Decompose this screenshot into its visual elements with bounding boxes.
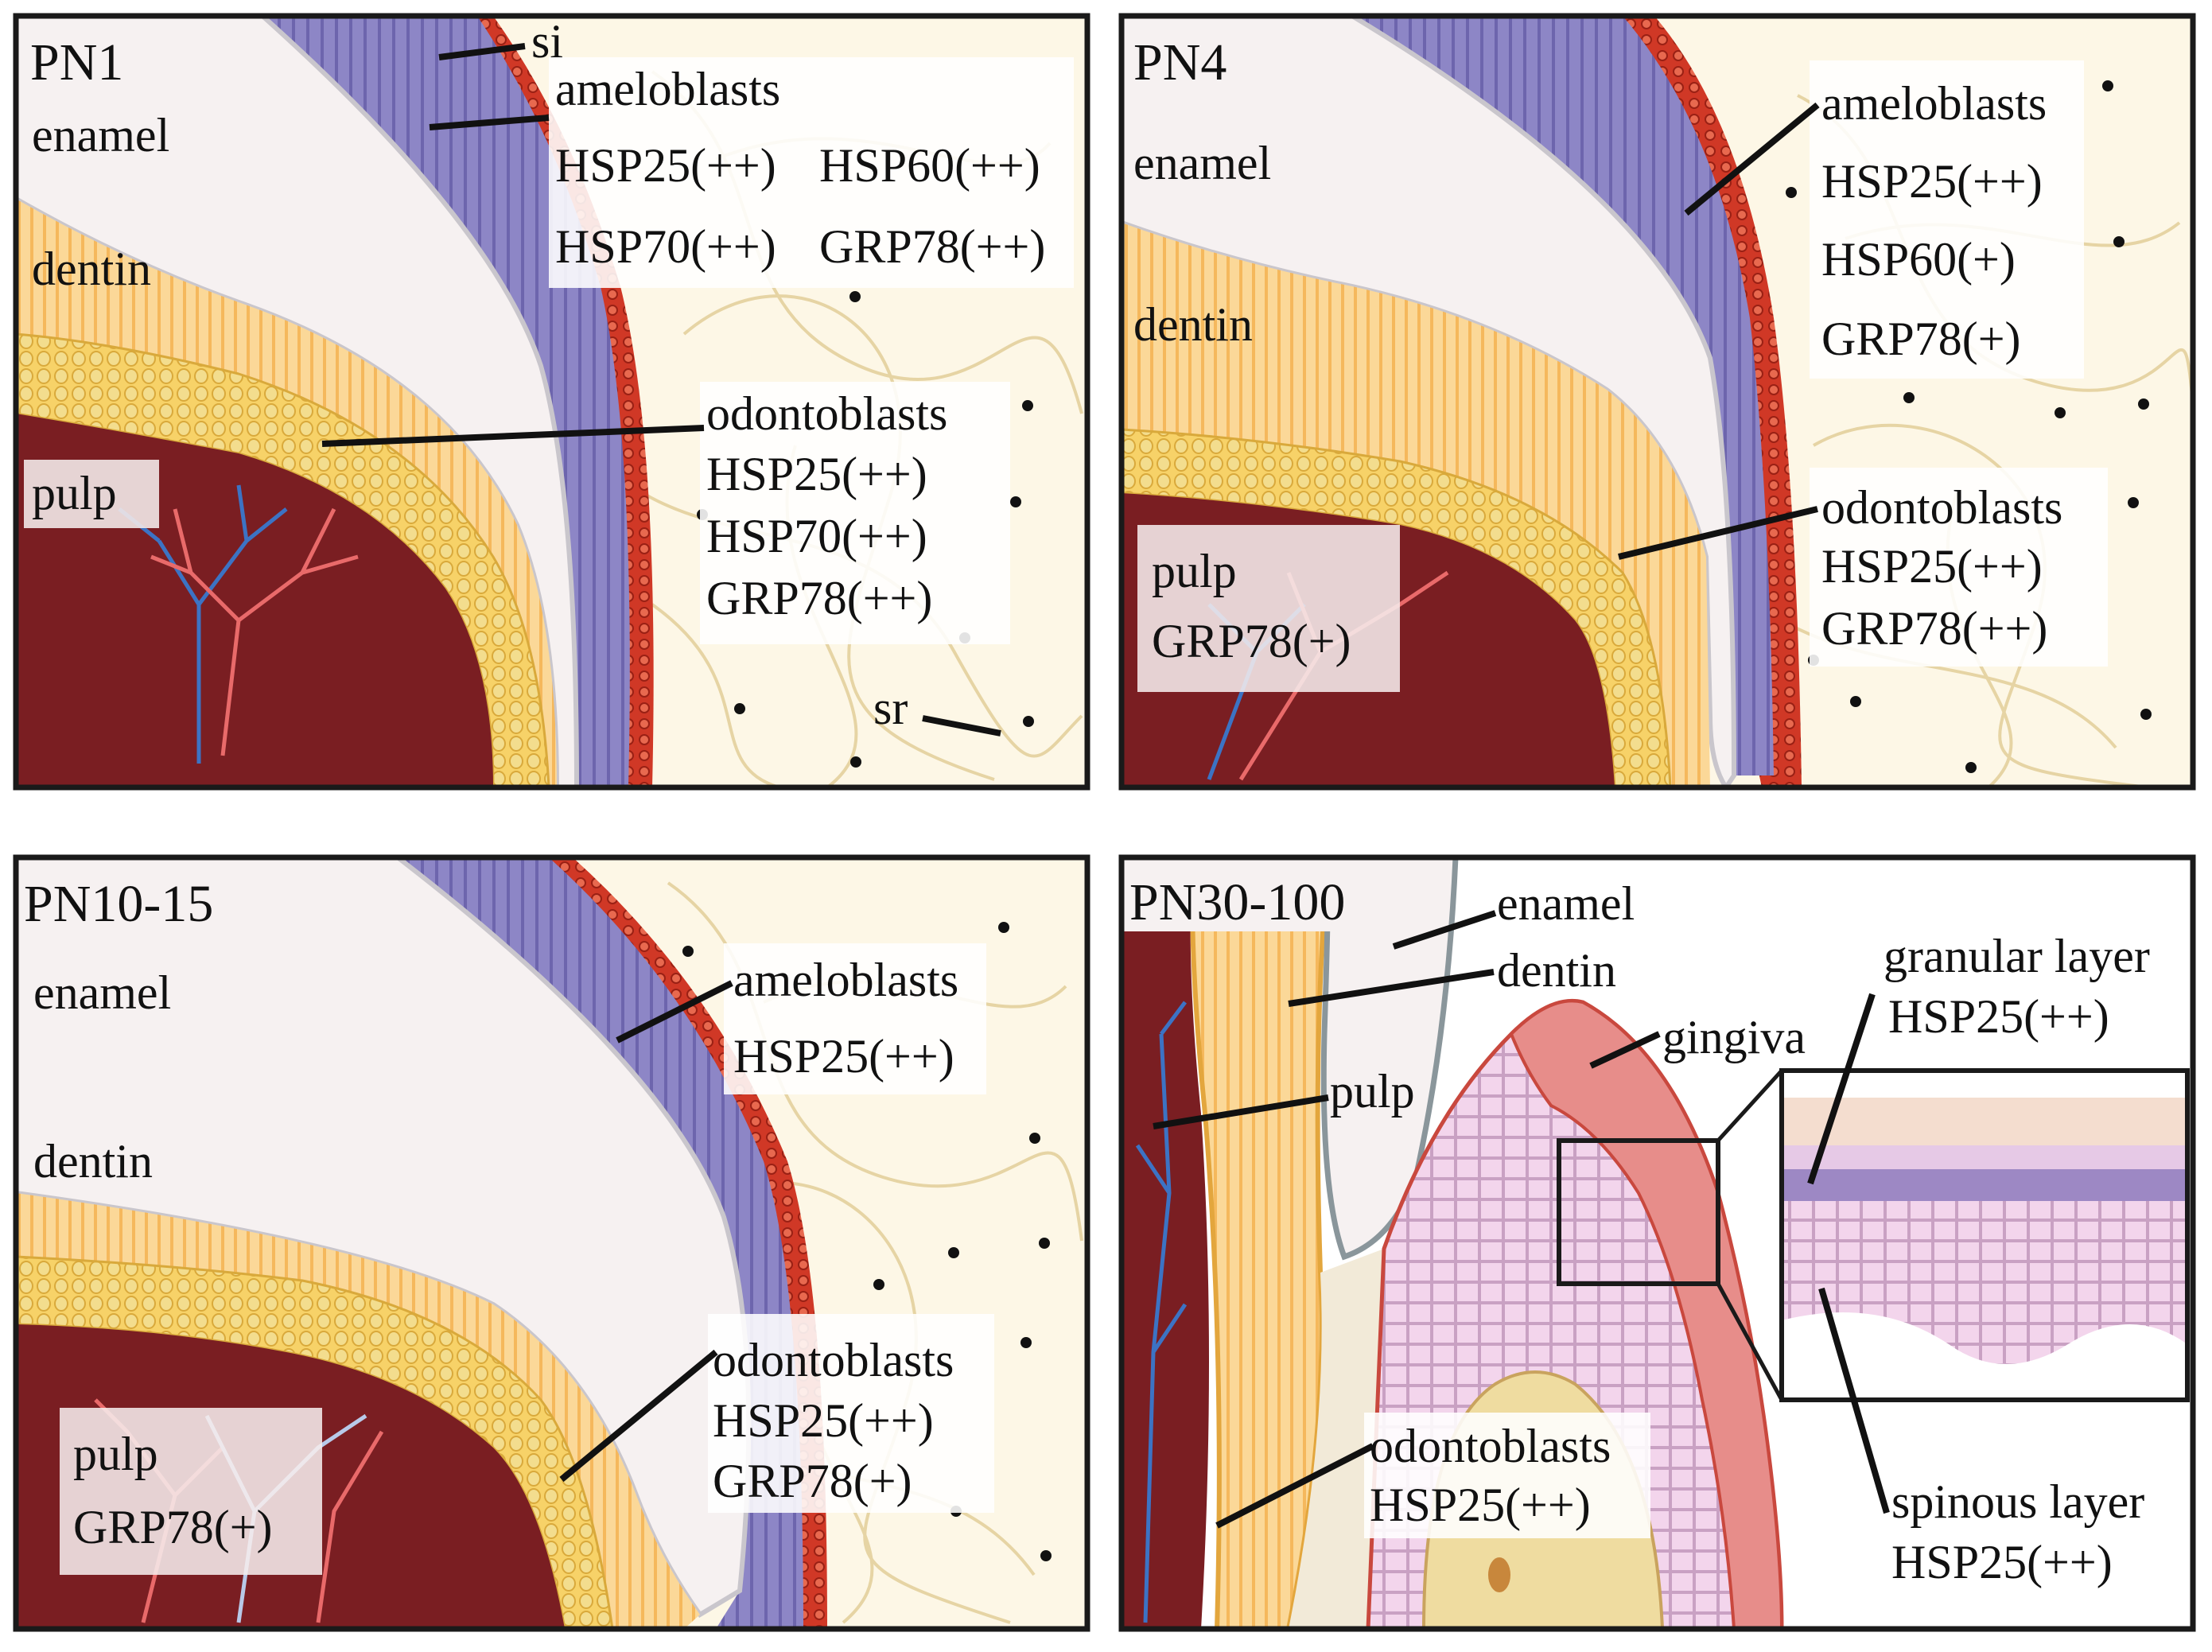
pn1-ameloblast-label: ameloblasts xyxy=(555,63,780,115)
pn1-ameloblast-hsp70: HSP70(++) xyxy=(555,220,776,273)
pn1-odontoblast-label: odontoblasts xyxy=(706,387,947,440)
panel-pn1: PN1 enamel dentin pulp si ameloblasts HS… xyxy=(16,16,1087,787)
pn30-title: PN30-100 xyxy=(1129,873,1345,931)
pn30-gingiva-leader xyxy=(1589,1031,1661,1069)
pn30-pulp-leader xyxy=(1153,1094,1329,1129)
pn30-title-bg xyxy=(1124,860,1386,931)
pn4-dentin-layer xyxy=(1122,223,1710,787)
pn30-dentin-label: dentin xyxy=(1497,944,1616,997)
pn1-dentin-layer xyxy=(16,199,557,787)
pn1-vessels xyxy=(118,484,359,764)
pn30-zoom-box xyxy=(1557,1138,1720,1286)
pn4-pulp-grp78: GRP78(+) xyxy=(1152,615,1351,667)
pn30-zoom-line-bottom xyxy=(1716,1282,1784,1401)
pn10-title: PN10-15 xyxy=(24,875,213,933)
pn4-dentin-label: dentin xyxy=(1133,298,1253,351)
pn1-odontoblast-label-bg xyxy=(700,382,1010,644)
pn1-sr-label: sr xyxy=(873,682,908,734)
pn30-enamel-label: enamel xyxy=(1497,877,1635,930)
pn1-title: PN1 xyxy=(30,33,123,91)
pn30-gingiva-epithelium xyxy=(1509,999,1784,1629)
pn10-pulp-label: pulp xyxy=(73,1428,158,1480)
pn30-inset-epithelium xyxy=(1782,1098,2187,1364)
panel-pn4: PN4 enamel dentin pulp GRP78(+) amelobla… xyxy=(1122,16,2193,787)
pn30-gingiva-label: gingiva xyxy=(1662,1011,1806,1063)
pn1-dentin-label: dentin xyxy=(32,243,151,295)
pn1-ameloblast-grp78: GRP78(++) xyxy=(819,220,1045,273)
pn4-frame xyxy=(1118,13,2196,791)
pn10-frame xyxy=(13,854,1090,1632)
pn30-granular-hsp25: HSP25(++) xyxy=(1888,990,2109,1043)
pn10-dentin-label: dentin xyxy=(33,1135,153,1187)
pn30-enamel-leader xyxy=(1392,910,1497,950)
pn10-ameloblast-label-bg xyxy=(724,943,986,1094)
panel-pn30-100: PN30-100 enamel dentin pulp gingiva gran… xyxy=(1122,857,2193,1629)
pn4-odontoblast-label: odontoblasts xyxy=(1821,481,2062,534)
pn10-ameloblast-hsp25: HSP25(++) xyxy=(733,1030,954,1083)
pn4-odontoblast-label-bg xyxy=(1810,468,2108,667)
pn10-odontoblast-label-bg xyxy=(708,1314,994,1513)
pn30-inset-frame xyxy=(1779,1068,2190,1402)
pn10-ameloblast-layer xyxy=(398,857,803,1629)
pn1-odontoblast-hsp70: HSP70(++) xyxy=(706,510,927,562)
pn1-pulp-label-bg xyxy=(24,460,159,528)
pn1-enamel-label: enamel xyxy=(32,109,169,161)
pn30-pulp-label: pulp xyxy=(1330,1065,1415,1118)
panel-pn10-15: PN10-15 enamel dentin pulp GRP78(+) amel… xyxy=(16,857,1087,1629)
pn4-odontoblast-grp78: GRP78(++) xyxy=(1821,602,2047,655)
pn4-odontoblast-hsp25: HSP25(++) xyxy=(1821,540,2043,593)
pn30-spinous-label: spinous layer xyxy=(1891,1475,2144,1528)
pn1-pulp-label: pulp xyxy=(32,467,117,519)
pn10-odontoblast-hsp25: HSP25(++) xyxy=(713,1394,934,1447)
pn30-odontoblast-label: odontoblasts xyxy=(1370,1420,1611,1472)
pn4-ameloblast-layer xyxy=(1352,16,1774,775)
pn30-dentin-leader xyxy=(1288,969,1495,1007)
pn10-ameloblast-label: ameloblasts xyxy=(733,954,958,1006)
pn10-odontoblast-grp78: GRP78(+) xyxy=(713,1455,912,1507)
pn4-title: PN4 xyxy=(1133,33,1227,91)
pn1-frame xyxy=(13,13,1090,791)
pn30-spinous-leader xyxy=(1818,1287,1890,1514)
pn1-ameloblast-layer xyxy=(262,16,630,787)
pn1-ameloblast-hsp25: HSP25(++) xyxy=(555,139,776,192)
pn4-ameloblast-hsp25: HSP25(++) xyxy=(1821,155,2043,208)
pn30-spinous-hsp25: HSP25(++) xyxy=(1891,1536,2113,1588)
pn4-pulp-label-bg xyxy=(1137,525,1400,692)
pn4-enamel-label: enamel xyxy=(1133,137,1271,189)
pn30-odontoblast-hsp25: HSP25(++) xyxy=(1370,1479,1591,1531)
pn30-frame xyxy=(1118,854,2196,1632)
pn4-ameloblast-label-bg xyxy=(1810,60,2084,379)
pn1-odontoblast-hsp25: HSP25(++) xyxy=(706,448,927,500)
pn4-ameloblast-grp78: GRP78(+) xyxy=(1821,313,2021,365)
pn10-ameloblast-leader xyxy=(616,980,733,1044)
pn30-vessels xyxy=(1135,1001,1188,1623)
pn1-ameloblast-hsp60: HSP60(++) xyxy=(819,139,1040,192)
pn30-enamel-layer xyxy=(1320,857,1459,1261)
pn10-odontoblast-label: odontoblasts xyxy=(713,1334,954,1386)
pn4-odontoblast-leader xyxy=(1618,506,1818,560)
pn10-odontoblast-leader xyxy=(559,1349,718,1483)
pn1-odontoblast-leader xyxy=(321,425,705,447)
pn4-pulp-label: pulp xyxy=(1152,545,1237,597)
pn10-enamel-label: enamel xyxy=(33,966,171,1019)
pn30-granular-label: granular layer xyxy=(1884,930,2150,982)
pn30-granular-leader xyxy=(1807,993,1876,1185)
pn1-si-leader xyxy=(438,43,526,60)
pn4-ameloblast-leader xyxy=(1684,102,1820,216)
pn4-ameloblast-hsp60: HSP60(+) xyxy=(1821,233,2016,286)
pn1-ameloblast-label-bg xyxy=(549,57,1074,288)
pn30-odontoblast-leader xyxy=(1215,1443,1374,1529)
pn30-zoom-line-top xyxy=(1716,1069,1783,1142)
pn1-odontoblast-grp78: GRP78(++) xyxy=(706,572,932,624)
pn30-bone-marrow-spot xyxy=(1488,1557,1510,1592)
pn10-pulp-label-bg xyxy=(60,1408,322,1575)
pn30-odontoblast-label-bg xyxy=(1364,1413,1650,1538)
pn10-pulp-grp78: GRP78(+) xyxy=(73,1501,273,1553)
pn1-sr-leader xyxy=(922,715,1001,737)
pn30-cementum xyxy=(1289,1249,1384,1629)
pn4-ameloblast-label: ameloblasts xyxy=(1821,77,2047,130)
pn1-ameloblast-leader xyxy=(429,115,550,130)
